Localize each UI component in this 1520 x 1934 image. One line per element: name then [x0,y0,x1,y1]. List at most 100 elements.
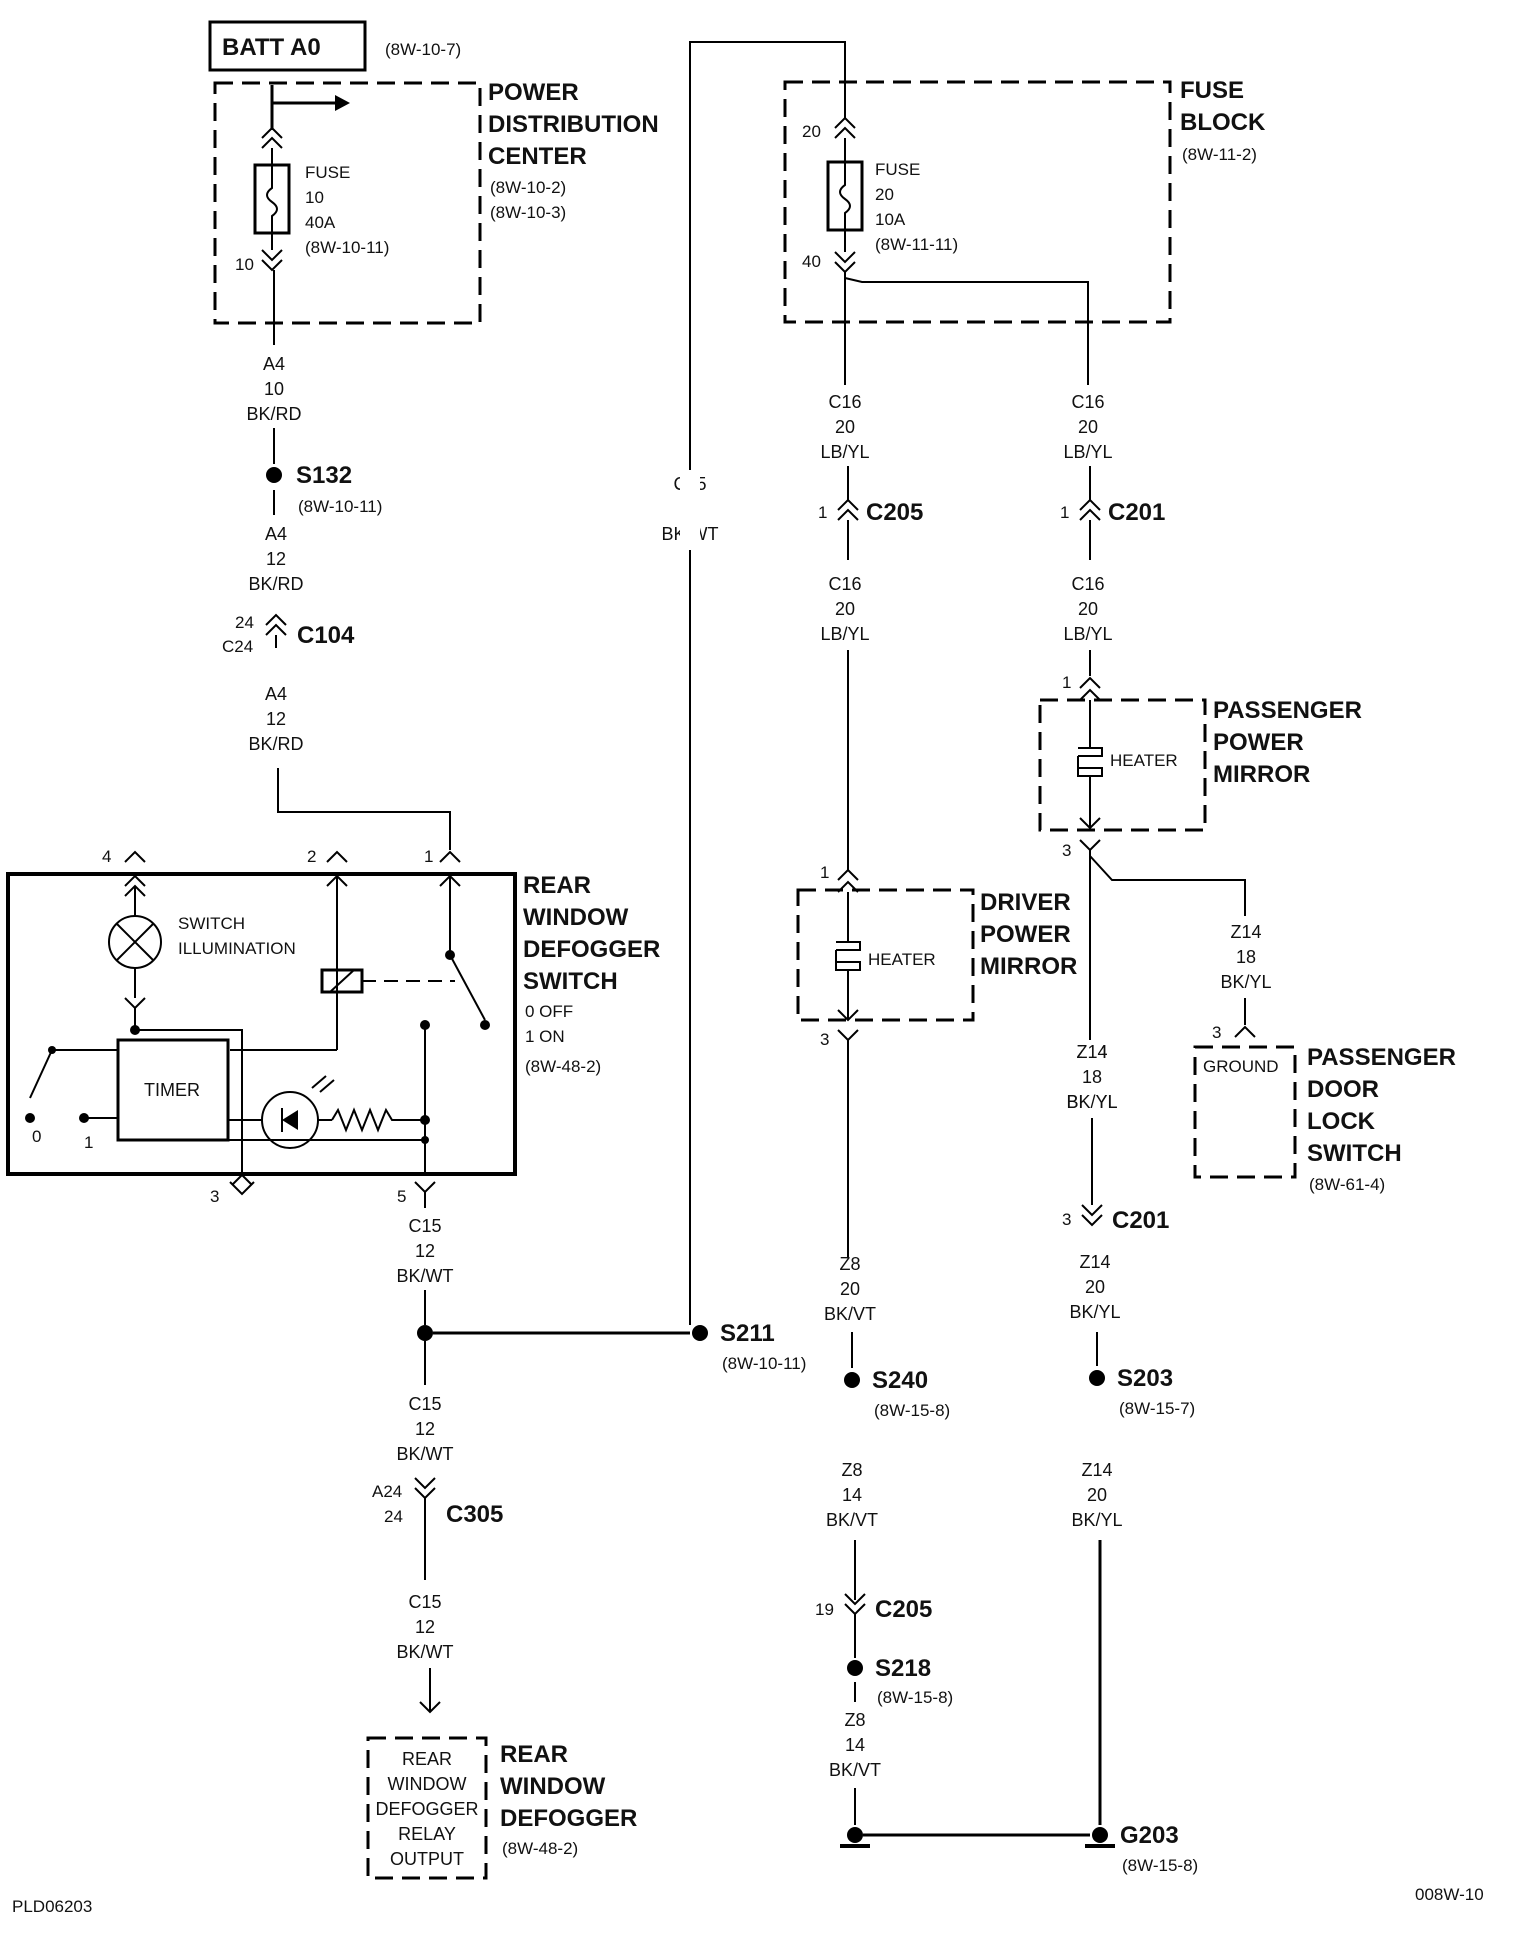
junction-dot [417,1325,433,1341]
defogger-switch-box [6,872,517,1176]
c15-a-line-1: C15 [408,1216,441,1236]
fuse-block-top-connector-icon [834,116,856,139]
wire-label-c16-c: C16 20 LB/YL [1063,392,1112,462]
z14-b-line-1-top: Z14 [1076,1042,1107,1062]
c16-c-line-1: C16 [1071,392,1104,412]
switch-pin-2-connector-icon [326,850,348,863]
z14-a-line-3: BK/YL [1220,972,1271,992]
c16-d-line-3: LB/YL [1063,624,1112,644]
switch-position-1: 1 [84,1133,93,1152]
splice-s240-dot [844,1372,860,1388]
driver-mirror-pin-1: 1 [820,863,829,882]
pass-mirror-bottom-connector-icon [1079,839,1101,852]
switch-pin-1-connector-icon [439,850,461,863]
splice-s203-label: S203 [1117,1365,1173,1392]
c205-top-pin: 1 [818,503,827,522]
wire-label-c16-a: C16 20 LB/YL [820,392,869,462]
defogger-inner-5: OUTPUT [390,1849,464,1869]
c16-b-line-2: 20 [835,599,855,619]
splice-s211-ref: (8W-10-11) [722,1354,806,1373]
a4-10-line-2: 10 [264,379,284,399]
connector-c201-top-label: C201 [1108,499,1165,526]
pdc-title-line-3: CENTER [488,143,587,170]
fuse-block-ref: (8W-11-2) [1182,145,1257,164]
fuse-20-line-1: FUSE [875,160,920,179]
splice-s203-ref: (8W-15-7) [1119,1399,1195,1418]
pass-mirror-pin-1: 1 [1062,673,1071,692]
z14-b-line-2-top: 18 [1082,1067,1102,1087]
driver-mirror-bottom-connector-icon [837,1029,859,1042]
c16-a-line-2: 20 [835,417,855,437]
wire-label-z14-c: Z14 20 BK/YL [1069,1252,1120,1322]
driver-mirror-pin-3: 3 [820,1030,829,1049]
c15-b-line-2: 12 [415,1419,435,1439]
wire-label-a4-12-a: A4 12 BK/RD [248,524,303,594]
c16-b-line-1: C16 [828,574,861,594]
pass-heater-element-icon [1077,747,1103,777]
switch-pin-1: 1 [424,847,433,866]
door-lock-title-3: LOCK [1307,1108,1376,1135]
splice-s132-label: S132 [296,462,352,489]
pass-heater-label: HEATER [1110,751,1178,770]
connector-c205-top-icon [837,498,859,521]
door-lock-title-1: PASSENGER [1307,1044,1456,1071]
switch-pin-5-connector-icon [414,1181,436,1194]
connector-c305-icon [414,1477,436,1500]
driver-heater-label: HEATER [868,950,936,969]
z8-c-line-3: BK/VT [829,1760,881,1780]
driver-mirror-title-1: DRIVER [980,889,1071,916]
pdc-dashed-box [213,81,482,325]
ground-g203-ref: (8W-15-8) [1122,1856,1198,1875]
fuse-10-line-4: (8W-10-11) [305,238,389,257]
ground-g203-label: G203 [1120,1822,1179,1849]
a4-10-line-3: BK/RD [246,404,301,424]
pdc-title-line-1: POWER [488,79,579,106]
splice-s211-dot [692,1325,708,1341]
z8-a-line-3: BK/VT [824,1304,876,1324]
fuse-20-line-3: 10A [875,210,906,229]
c305-pin-24: 24 [384,1507,403,1526]
c15-a-line-3: BK/WT [397,1266,454,1286]
c15-b-line-1: C15 [408,1394,441,1414]
switch-title-line-2: WINDOW [523,904,629,931]
door-lock-title-2: DOOR [1307,1076,1379,1103]
door-lock-ground-label: GROUND [1203,1057,1279,1076]
connector-c104-label: C104 [297,622,355,649]
c15-b-line-3: BK/WT [397,1444,454,1464]
a4-12-a-line-3: BK/RD [248,574,303,594]
switch-illum-line-1: SWITCH [178,914,245,933]
fuse-block-bottom-connector-icon [834,251,856,274]
fuse-block-pin-20: 20 [802,122,821,141]
wire-label-z8-b: Z8 14 BK/VT [826,1460,878,1530]
z8-b-line-3: BK/VT [826,1510,878,1530]
z14-b-line-3-top: BK/YL [1066,1092,1117,1112]
door-lock-title: PASSENGER DOOR LOCK SWITCH (8W-61-4) [1307,1044,1456,1194]
connector-c104-icon [265,613,287,636]
switch-title-line-3: DEFOGGER [523,936,660,963]
wire-label-c16-d: C16 20 LB/YL [1063,574,1112,644]
fuse-20-text: FUSE 20 10A (8W-11-11) [875,160,958,254]
defogger-title-3: DEFOGGER [500,1805,637,1832]
splice-s218-ref: (8W-15-8) [877,1688,953,1707]
pdc-title: POWER DISTRIBUTION CENTER (8W-10-2) (8W-… [488,79,659,222]
splice-s203-dot [1089,1370,1105,1386]
timer-block [116,1038,230,1142]
c16-d-line-2: 20 [1078,599,1098,619]
batt-a0-box [208,20,367,72]
driver-mirror-title: DRIVER POWER MIRROR [980,889,1077,980]
fuse-10-line-3: 40A [305,213,336,232]
batt-a0-label: BATT A0 [222,34,321,61]
defogger-ref: (8W-48-2) [502,1839,578,1858]
splice-s132-ref: (8W-10-11) [298,497,382,516]
splice-s218-label: S218 [875,1655,931,1682]
z8-a-line-1: Z8 [839,1254,860,1274]
pass-mirror-title-3: MIRROR [1213,761,1310,788]
pdc-ref-1: (8W-10-2) [490,178,566,197]
connector-c201-top-icon [1079,498,1101,521]
door-lock-connector-icon [1234,1025,1256,1038]
pdc-bottom-connector-icon [261,249,283,272]
z8-b-line-2: 14 [842,1485,862,1505]
pass-mirror-top-connector-icon [1079,676,1101,701]
batt-a0-ref: (8W-10-7) [385,40,461,59]
pdc-title-line-2: DISTRIBUTION [488,111,659,138]
